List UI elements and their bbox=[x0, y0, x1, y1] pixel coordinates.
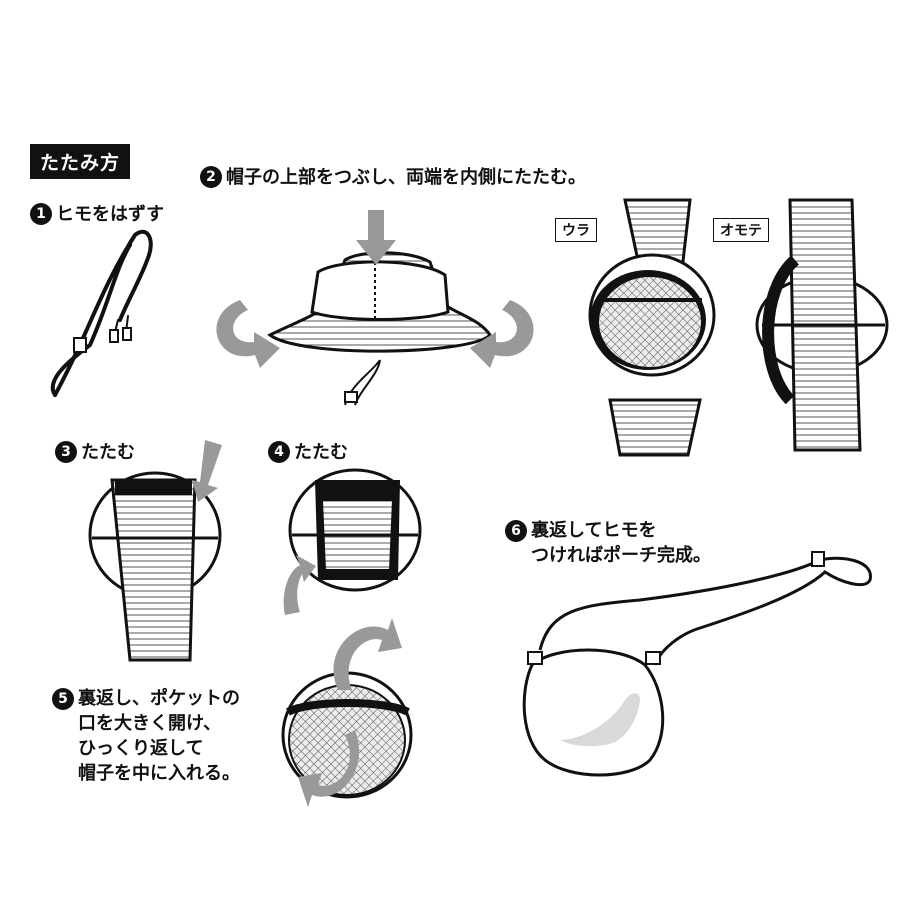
cord-illustration bbox=[50, 229, 153, 397]
step-number: 3 bbox=[55, 441, 77, 463]
front-side-tag: オモテ bbox=[713, 218, 769, 242]
step-text: 帽子の上部をつぶし、両端を内側にたたむ。 bbox=[226, 167, 586, 188]
fold-up-arrow-icon bbox=[283, 555, 316, 615]
step-number: 6 bbox=[505, 520, 527, 542]
step-text: 裏返し、ポケットの 口を大きく開け、 ひっくり返して 帽子を中に入れる。 bbox=[78, 688, 240, 784]
step-text: 裏返してヒモを つければポーチ完成。 bbox=[531, 520, 711, 566]
step-text: ヒモをはずす bbox=[56, 204, 164, 225]
folded-hat-back-view bbox=[588, 198, 716, 457]
step-4-illustration bbox=[283, 468, 422, 615]
fold-arrow-icon bbox=[192, 440, 222, 502]
page-title: たたみ方 bbox=[30, 144, 131, 179]
step-number: 5 bbox=[52, 688, 74, 710]
step-text: たたむ bbox=[81, 442, 135, 463]
step-number: 4 bbox=[268, 441, 290, 463]
folded-hat-front-view bbox=[755, 198, 889, 452]
pouch-illustration bbox=[522, 551, 872, 777]
back-side-tag: ウラ bbox=[555, 218, 597, 242]
bucket-hat-illustration bbox=[216, 210, 534, 406]
step-5-illustration bbox=[281, 618, 413, 807]
step-number: 1 bbox=[30, 203, 52, 225]
step-text: たたむ bbox=[294, 442, 348, 463]
rotate-left-arrow-icon bbox=[216, 300, 280, 368]
rotate-right-arrow-icon bbox=[470, 300, 534, 368]
step-number: 2 bbox=[200, 166, 222, 188]
flip-arrow-top-icon bbox=[333, 618, 402, 690]
flip-arrow-bottom-icon bbox=[298, 730, 360, 807]
down-arrow-icon bbox=[356, 210, 396, 265]
step-3-illustration bbox=[88, 440, 222, 662]
